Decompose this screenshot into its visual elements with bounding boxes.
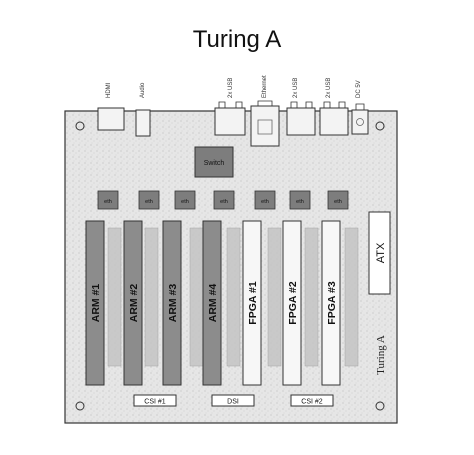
usb-a-tab [218,101,243,108]
arm-module [162,220,182,386]
eth-label: eth [145,199,153,205]
ethernet-tab [257,100,273,106]
eth-label: eth [220,199,228,205]
csi1-connector [133,394,177,407]
mounting-hole [75,121,85,131]
board-name-label: Turing A [375,335,387,375]
csi2-label: CSI #2 [301,399,323,406]
hdmi-label: HDMI [106,82,112,98]
eth-label: eth [296,199,304,205]
audio-port [135,109,151,137]
dsi-connector [211,394,255,407]
switch-label: Switch [204,160,225,167]
fpga-module-label: FPGA #2 [287,281,299,325]
atx-connector [368,211,391,295]
diagram-title: Turing A [192,26,282,53]
arm-module-label: ARM #3 [167,284,179,323]
arm-module-label: ARM #4 [207,284,219,323]
fpga-module-label: FPGA #1 [247,281,259,325]
usb-b-label: 2x USB [293,78,299,98]
fpga-module [242,220,262,386]
mounting-hole [375,121,385,131]
fpga-modules: FPGA #1 FPGA #2 FPGA #3 [242,220,341,386]
usb-c-label: 2x USB [326,78,332,98]
eth-label: eth [104,199,112,205]
arm-module-label: ARM #2 [128,284,140,323]
ethernet-label: Ethernet [262,75,268,98]
module-connector-strip [107,227,122,367]
mounting-holes [75,121,385,411]
dc-port [351,109,369,135]
atx-label: ATX [375,242,387,263]
eth-chip [213,190,235,210]
eth-chip [138,190,160,210]
dc-label: DC 5V [356,80,362,98]
dc-jack-icon [356,118,364,126]
arm-module [85,220,105,386]
module-connector-strip [226,227,241,367]
fpga-module-label: FPGA #3 [326,281,338,325]
eth-chips: eth eth eth eth eth eth eth [97,190,349,210]
eth-chip [254,190,276,210]
usb-b-tab [290,101,313,108]
arm-module [202,220,222,386]
eth-label: eth [334,199,342,205]
dsi-label: DSI [227,399,239,406]
usb-c-port [319,107,349,136]
eth-chip [327,190,349,210]
audio-label: Audio [140,82,146,98]
usb-c-tab [323,101,346,108]
usb-a-label: 2x USB [228,78,234,98]
arm-modules: ARM #1 ARM #2 ARM #3 ARM #4 [85,220,222,386]
module-connector-strip [344,227,359,367]
mounting-hole [375,401,385,411]
module-connector-strip [144,227,159,367]
module-connector-strip [304,227,319,367]
connector-strips [107,227,359,367]
dc-tab [355,103,365,110]
arm-module [123,220,143,386]
usb-a-port [214,107,246,136]
eth-chip [97,190,119,210]
ethernet-jack-icon [257,119,273,135]
eth-label: eth [181,199,189,205]
fpga-module [321,220,341,386]
eth-chip [174,190,196,210]
arm-module-label: ARM #1 [90,284,102,323]
csi1-label: CSI #1 [144,399,166,406]
switch-chip [194,146,234,178]
usb-b-port [286,107,316,136]
ethernet-port [250,105,280,147]
csi2-connector [290,394,334,407]
eth-label: eth [261,199,269,205]
module-connector-strip [267,227,282,367]
eth-chip [289,190,311,210]
module-connector-strip [189,227,204,367]
fpga-module [282,220,302,386]
mounting-hole [75,401,85,411]
hdmi-port [97,107,125,131]
